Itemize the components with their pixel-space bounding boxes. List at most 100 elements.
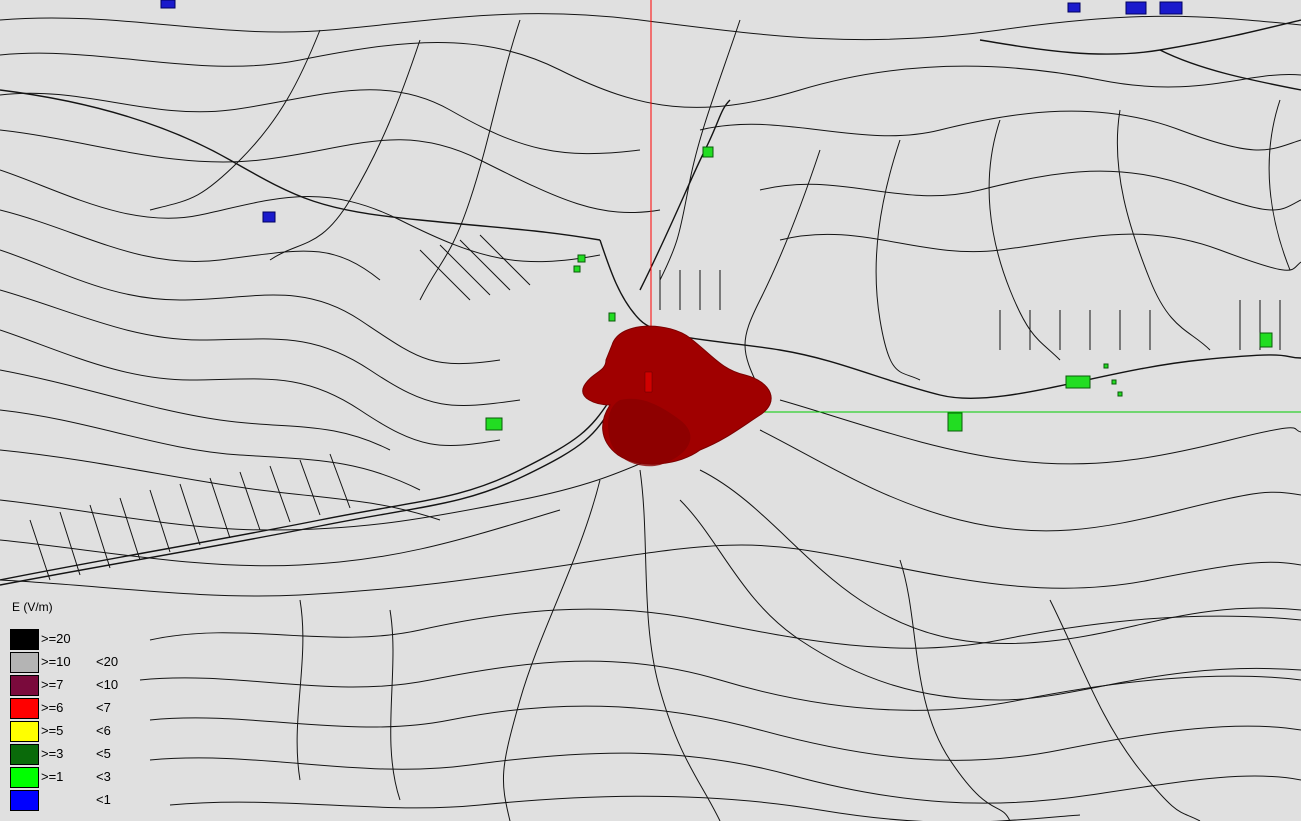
legend: E (V/m) >=20 >=10 <20 >=7 <10 >=6 <7 >=5… [8, 600, 158, 816]
legend-swatch [10, 675, 39, 696]
road [0, 399, 611, 581]
building-marker [608, 312, 616, 322]
contour-line [0, 509, 561, 567]
contour-line [679, 499, 1301, 701]
contour-line [639, 469, 721, 821]
contour-line [0, 544, 1301, 597]
road [0, 89, 601, 241]
building-marker [262, 211, 276, 223]
contour-line [419, 19, 521, 301]
parcel-lines [999, 310, 1151, 350]
legend-upper-bound: <10 [96, 677, 119, 692]
legend-upper-bound: <5 [96, 746, 111, 761]
contour-line [0, 169, 601, 263]
legend-row: >=10 <20 [8, 651, 158, 673]
antenna-marker [644, 371, 653, 393]
contour-line [0, 209, 381, 281]
legend-row: >=6 <7 [8, 697, 158, 719]
contour-line [1049, 599, 1201, 821]
contour-line [988, 119, 1061, 361]
building-markers-green [485, 146, 1273, 432]
contour-line [1116, 109, 1211, 351]
building-marker [1125, 1, 1147, 15]
building-marker [1117, 391, 1123, 397]
legend-lower-bound: >=5 [41, 723, 64, 738]
contour-line [0, 13, 1301, 41]
contour-line [0, 439, 701, 531]
road [599, 239, 1301, 399]
building-marker [577, 254, 586, 263]
building-marker [1065, 375, 1091, 389]
legend-swatch [10, 767, 39, 788]
legend-lower-bound: >=10 [41, 654, 71, 669]
contour-line [502, 479, 601, 821]
contour-line [779, 233, 1301, 271]
parcel-lines [419, 234, 531, 301]
building-marker [1067, 2, 1081, 13]
contour-line [0, 89, 641, 155]
building-marker [1103, 363, 1109, 369]
parcel-lines [659, 270, 721, 310]
road-lines [0, 19, 1301, 586]
legend-swatch [10, 721, 39, 742]
contour-line [0, 409, 421, 491]
field-volume-shade [608, 398, 691, 467]
legend-swatch [10, 744, 39, 765]
contour-line [296, 599, 304, 781]
building-marker [1259, 332, 1273, 348]
contour-line [1268, 99, 1291, 271]
legend-lower-bound: >=1 [41, 769, 64, 784]
legend-title: E (V/m) [12, 600, 53, 614]
contour-line [659, 19, 741, 281]
contour-line [699, 469, 1301, 645]
parcel-lines [29, 453, 351, 581]
legend-upper-bound: <7 [96, 700, 111, 715]
building-markers-blue [160, 0, 1183, 223]
road [639, 99, 731, 291]
legend-lower-bound: >=6 [41, 700, 64, 715]
legend-lower-bound: >=7 [41, 677, 64, 692]
legend-swatch [10, 652, 39, 673]
road [979, 19, 1301, 55]
hatched-parcels [29, 234, 1281, 581]
road [1159, 49, 1301, 91]
contour-line [759, 170, 1301, 211]
legend-row: >=20 [8, 628, 158, 650]
legend-row: >=3 <5 [8, 743, 158, 765]
field-volume-shape[interactable] [582, 325, 772, 467]
legend-swatch [10, 629, 39, 650]
legend-upper-bound: <6 [96, 723, 111, 738]
legend-lower-bound: >=3 [41, 746, 64, 761]
building-marker [573, 265, 581, 273]
contour-line [149, 752, 1301, 804]
legend-swatch [10, 698, 39, 719]
contour-line [269, 39, 421, 261]
contour-line [149, 608, 1301, 649]
legend-row: >=7 <10 [8, 674, 158, 696]
contour-line [0, 129, 661, 213]
building-marker [702, 146, 714, 158]
contour-lines [0, 13, 1301, 821]
road [0, 403, 615, 586]
contour-line [389, 609, 401, 801]
contour-line [759, 429, 1301, 532]
contour-line [0, 289, 521, 407]
contour-line [779, 399, 1301, 465]
contour-line [899, 559, 1011, 821]
legend-row: >=1 <3 [8, 766, 158, 788]
contour-line [0, 369, 391, 451]
building-marker [485, 417, 503, 431]
contour-line [0, 329, 501, 447]
legend-row: <1 [8, 789, 158, 811]
legend-row: >=5 <6 [8, 720, 158, 742]
building-marker [947, 412, 963, 432]
building-marker [160, 0, 176, 9]
building-marker [1111, 379, 1117, 385]
contour-line [0, 42, 1301, 108]
contour-line [149, 29, 321, 211]
legend-lower-bound: >=20 [41, 631, 71, 646]
contour-line [149, 705, 1301, 761]
legend-upper-bound: <1 [96, 792, 111, 807]
